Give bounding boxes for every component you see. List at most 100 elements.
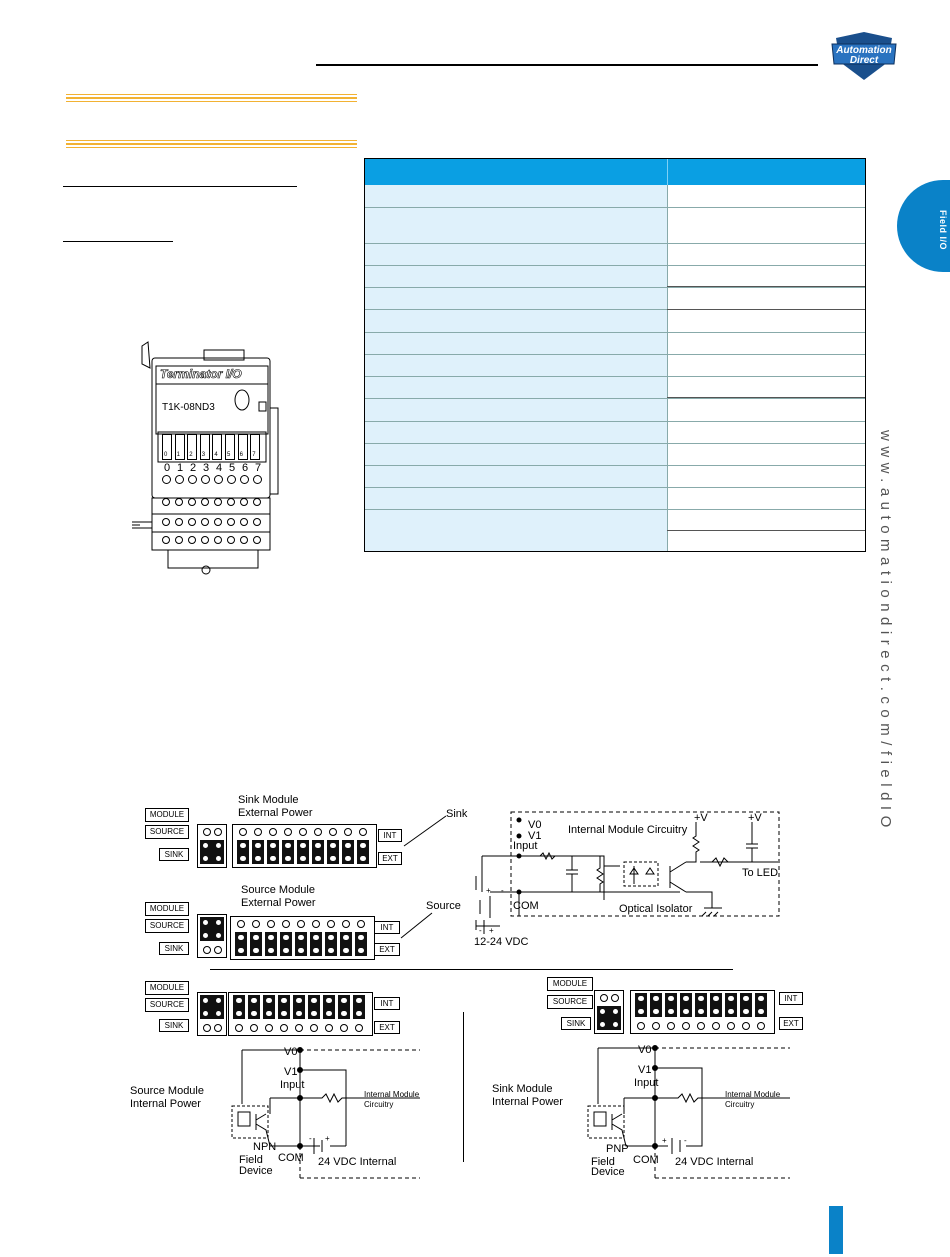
int-label: INT bbox=[779, 992, 803, 1005]
jumper-pin bbox=[600, 1022, 605, 1027]
led-number: 4 bbox=[214, 452, 218, 458]
ext-label: EXT bbox=[779, 1017, 803, 1030]
int-label: INT bbox=[374, 997, 400, 1010]
svg-text:Terminator I/O: Terminator I/O bbox=[160, 367, 242, 381]
jumper-pin bbox=[297, 998, 302, 1003]
table-row bbox=[365, 421, 865, 422]
jumper-pin bbox=[346, 843, 351, 848]
sink-int-field-2: Device bbox=[591, 1166, 625, 1178]
jumper-pin bbox=[203, 1011, 208, 1016]
jumper-pin bbox=[329, 828, 337, 836]
gold-rule-1a bbox=[66, 94, 357, 95]
source-int-internal-1: Internal Module bbox=[364, 1090, 420, 1099]
terminal-screw bbox=[253, 536, 261, 544]
terminal-number: 3 bbox=[203, 462, 210, 474]
jumper-pin bbox=[216, 998, 221, 1003]
jumper-pin bbox=[241, 843, 246, 848]
terminal-screw bbox=[201, 498, 209, 506]
jumper-pin bbox=[256, 856, 261, 861]
led-number: 3 bbox=[201, 452, 206, 458]
circuit-to-led: To LED bbox=[742, 867, 779, 879]
jumper-pin bbox=[286, 856, 291, 861]
table-row bbox=[365, 243, 865, 244]
jumper-pin bbox=[299, 948, 304, 953]
jumper-pin bbox=[282, 998, 287, 1003]
jumper-pin bbox=[359, 948, 364, 953]
jumper-pin bbox=[714, 996, 719, 1001]
sink-label: SINK bbox=[159, 1019, 189, 1032]
sink-callout: Sink bbox=[446, 808, 468, 820]
source-ext-title-1: Source Module bbox=[241, 884, 315, 896]
jumper-pin bbox=[600, 1009, 605, 1014]
jumper-pin bbox=[237, 1011, 242, 1016]
diagram-divider bbox=[210, 969, 733, 970]
terminal-number: 1 bbox=[177, 462, 184, 474]
terminal-screw bbox=[227, 475, 236, 484]
terminal-screw bbox=[240, 475, 249, 484]
page-blue-bar bbox=[829, 1206, 843, 1254]
jumper-pin bbox=[265, 1024, 273, 1032]
jumper-pin bbox=[282, 920, 290, 928]
jumper-pin bbox=[613, 1009, 618, 1014]
terminal-screw bbox=[214, 518, 222, 526]
table-row bbox=[365, 265, 865, 266]
led-slot bbox=[187, 434, 198, 460]
svg-text:Direct: Direct bbox=[850, 55, 879, 66]
table-row bbox=[365, 487, 865, 488]
jumper-pin bbox=[314, 948, 319, 953]
sink-int-supply: 24 VDC Internal bbox=[675, 1156, 754, 1168]
jumper-pin bbox=[216, 843, 221, 848]
jumper-pin bbox=[714, 1009, 719, 1014]
terminal-screw bbox=[162, 518, 170, 526]
sink-int-field-1: Field bbox=[591, 1156, 615, 1168]
circuit-supply: 12-24 VDC bbox=[474, 936, 529, 948]
jumper-pin bbox=[267, 998, 272, 1003]
circuit-v1: V1 bbox=[528, 830, 542, 842]
circuit-v0: V0 bbox=[528, 819, 542, 831]
jumper-pin bbox=[203, 856, 208, 861]
jumper-frame bbox=[594, 990, 624, 1034]
jumper-pin bbox=[667, 1022, 675, 1030]
automationdirect-logo: Automation Direct bbox=[831, 32, 897, 80]
source-int-field-2: Device bbox=[239, 1165, 273, 1177]
source-int-plus: + bbox=[325, 1134, 330, 1143]
jumper-pin bbox=[239, 828, 247, 836]
sink-label: SINK bbox=[159, 848, 189, 861]
sink-int-title-1: Sink Module bbox=[492, 1083, 553, 1095]
table-row bbox=[365, 376, 865, 377]
jumper-frame bbox=[197, 824, 227, 868]
jumper-pin bbox=[203, 828, 211, 836]
section-rule-2 bbox=[63, 241, 173, 242]
sink-int-title-2: Internal Power bbox=[492, 1096, 563, 1108]
jumper-pin bbox=[235, 1024, 243, 1032]
terminal-screw bbox=[253, 475, 262, 484]
jumper-pin bbox=[316, 843, 321, 848]
jumper-pin bbox=[652, 1022, 660, 1030]
terminal-screw bbox=[188, 475, 197, 484]
sink-ext-title-1: Sink Module bbox=[238, 794, 299, 806]
jumper-pin bbox=[699, 1009, 704, 1014]
jumper-pin bbox=[203, 1024, 211, 1032]
terminal-screw bbox=[214, 475, 223, 484]
jumper-frame bbox=[197, 914, 227, 958]
jumper-pin bbox=[684, 1009, 689, 1014]
jumper-pin bbox=[284, 935, 289, 940]
jumper-frame bbox=[232, 824, 377, 868]
table-row bbox=[365, 443, 865, 444]
svg-text:Automation: Automation bbox=[835, 45, 892, 56]
led-slot bbox=[174, 434, 185, 460]
jumper-pin bbox=[357, 920, 365, 928]
sink-int-internal-2: Circuitry bbox=[725, 1100, 755, 1109]
terminal-number: 7 bbox=[255, 462, 262, 474]
jumper-pin bbox=[759, 996, 764, 1001]
gold-rule-2a bbox=[66, 140, 357, 141]
jumper-frame bbox=[228, 992, 373, 1036]
jumper-pin bbox=[757, 1022, 765, 1030]
circuit-plus-v-2: +V bbox=[748, 812, 762, 824]
terminal-screw bbox=[253, 498, 261, 506]
jumper-pin bbox=[286, 843, 291, 848]
jumper-pin bbox=[301, 856, 306, 861]
jumper-pin bbox=[284, 948, 289, 953]
led-slot bbox=[250, 434, 261, 460]
table-row bbox=[365, 465, 865, 466]
